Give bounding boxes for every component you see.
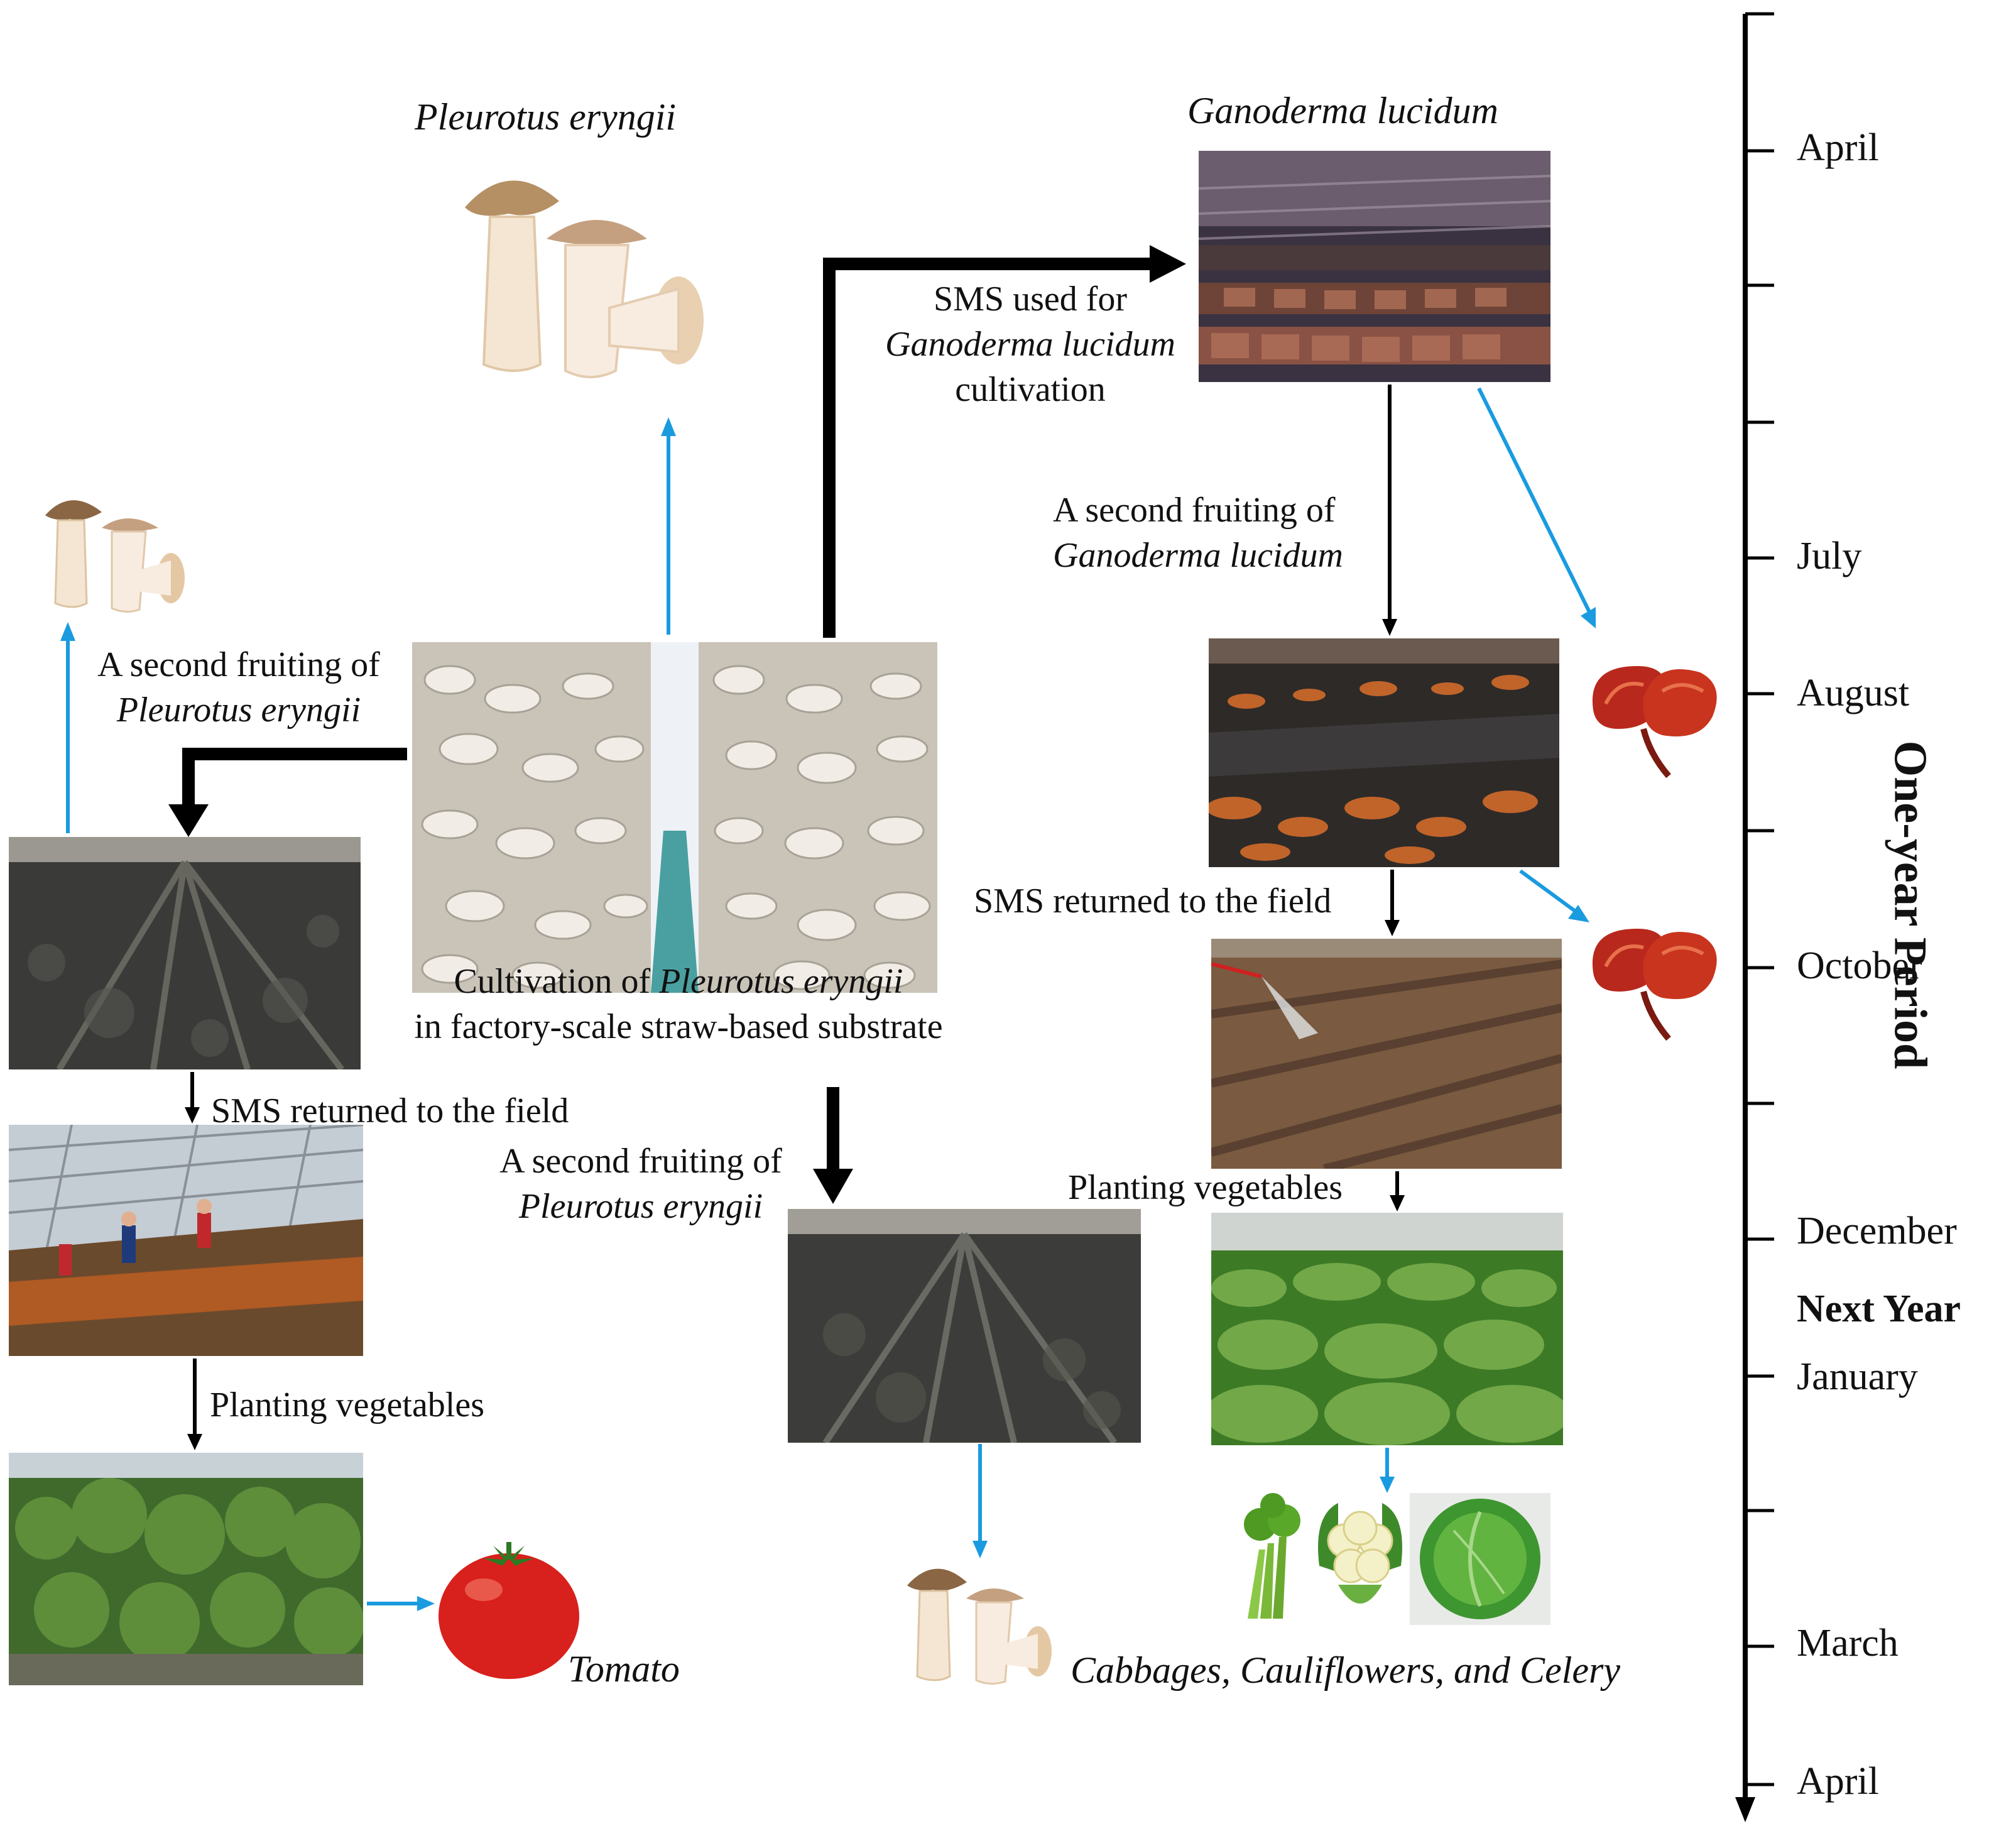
- month-april-start: April: [1797, 126, 1879, 169]
- month-april-end: April: [1797, 1760, 1879, 1803]
- month-january: January: [1797, 1355, 1918, 1398]
- month-march: March: [1797, 1622, 1899, 1665]
- arrow-to-ganoderma: [823, 258, 1156, 638]
- pleurotus-mushroom-small-left-icon: [39, 490, 190, 616]
- month-july: July: [1797, 535, 1862, 577]
- ganoderma-field-photo: [1209, 638, 1559, 867]
- cultivation-caption: Cultivation of Pleurotus eryngii in fact…: [414, 962, 943, 1046]
- sms-returned-right-label: SMS returned to the field: [974, 882, 1332, 921]
- next-year-label: Next Year: [1797, 1287, 1961, 1330]
- ganoderma-title: Ganoderma lucidum: [1187, 90, 1498, 131]
- planting-vegetables-left-label: Planting vegetables: [210, 1386, 485, 1424]
- middle-field-photo: [788, 1209, 1141, 1443]
- cabbage-icon: [1410, 1493, 1550, 1625]
- sms-ganoderma-label: SMS used for Ganoderma lucidum cultivati…: [885, 280, 1175, 409]
- planting-vegetables-right-label: Planting vegetables: [1068, 1168, 1343, 1207]
- ganoderma-second-fruiting-label: A second fruiting of Ganoderma lucidum: [1053, 491, 1343, 575]
- month-october: October: [1797, 944, 1922, 987]
- cauliflower-icon: [1313, 1490, 1407, 1622]
- pleurotus-title: Pleurotus eryngii: [415, 96, 677, 138]
- tomato-icon: [433, 1533, 584, 1684]
- celery-icon: [1235, 1493, 1310, 1625]
- arrow-to-left-field: [182, 748, 407, 811]
- pleurotus-mushroom-large-icon: [440, 163, 716, 390]
- pleurotus-factory-photo: [412, 642, 937, 993]
- pleurotus-second-fruiting-middle-label: A second fruiting of Pleurotus eryngii: [499, 1142, 782, 1226]
- vegetable-greenhouse-photo: [1211, 1213, 1563, 1445]
- month-december: December: [1797, 1210, 1957, 1252]
- pleurotus-mushroom-small-bottom-icon: [901, 1557, 1058, 1689]
- ganoderma-icon-2: [1581, 910, 1725, 1042]
- month-august: August: [1797, 672, 1910, 714]
- vegetables-result-label: Cabbages, Cauliflowers, and Celery: [1071, 1649, 1620, 1691]
- sms-returned-left-label: SMS returned to the field: [211, 1091, 569, 1130]
- left-field-photo: [9, 837, 361, 1069]
- watering-field-photo: [1211, 939, 1562, 1169]
- left-tomato-greenhouse-photo: [9, 1453, 363, 1685]
- pleurotus-second-fruiting-left-label: A second fruiting of Pleurotus eryngii: [97, 645, 380, 730]
- ganoderma-bags-photo: [1199, 151, 1550, 382]
- ganoderma-icon: [1581, 647, 1725, 779]
- tomato-label: Tomato: [568, 1648, 680, 1690]
- left-greenhouse-workers-photo: [9, 1125, 363, 1356]
- one-year-period-title: One-year Period: [1884, 740, 1936, 1069]
